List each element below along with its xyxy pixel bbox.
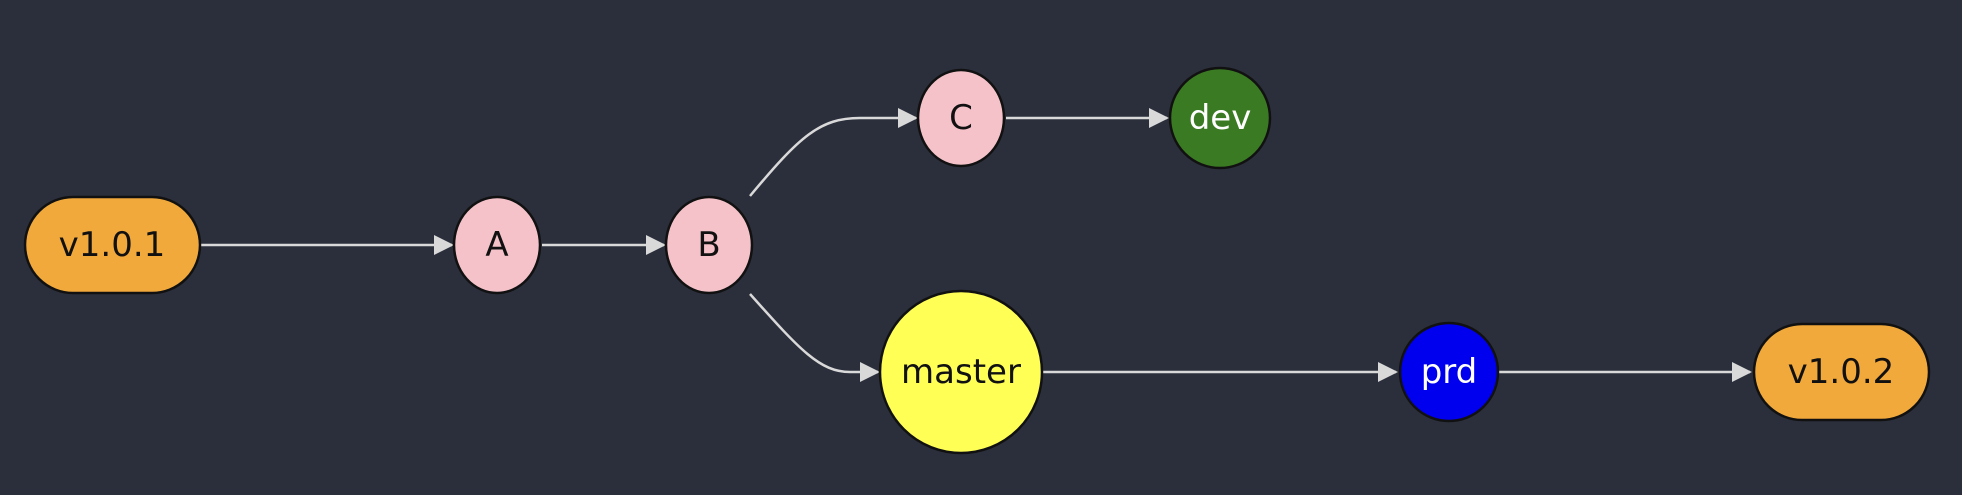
node-b-label: B [697, 225, 720, 265]
node-dev: dev [1168, 66, 1272, 170]
node-master-label: master [901, 352, 1021, 392]
node-a-label: A [485, 225, 508, 265]
edges [200, 108, 1752, 382]
node-master: master [878, 289, 1044, 455]
node-prd-label: prd [1421, 352, 1478, 392]
node-prd-shape [1398, 321, 1500, 423]
node-v101-label: v1.0.1 [59, 225, 166, 265]
node-c-shape [916, 68, 1006, 168]
node-v102: v1.0.2 [1752, 322, 1931, 422]
node-b: B [664, 195, 754, 295]
node-a-shape [452, 195, 542, 295]
node-dev-label: dev [1189, 98, 1252, 138]
node-master-shape [878, 289, 1044, 455]
node-prd: prd [1398, 321, 1500, 423]
node-v102-label: v1.0.2 [1788, 352, 1895, 392]
node-b-shape [664, 195, 754, 295]
node-v101-shape [23, 195, 202, 295]
node-v102-shape [1752, 322, 1931, 422]
node-c-label: C [949, 98, 973, 138]
node-dev-shape [1168, 66, 1272, 170]
node-a: A [452, 195, 542, 295]
node-v101: v1.0.1 [23, 195, 202, 295]
edge-b-to-c [749, 108, 918, 197]
edge-b-to-master [749, 293, 880, 382]
node-c: C [916, 68, 1006, 168]
